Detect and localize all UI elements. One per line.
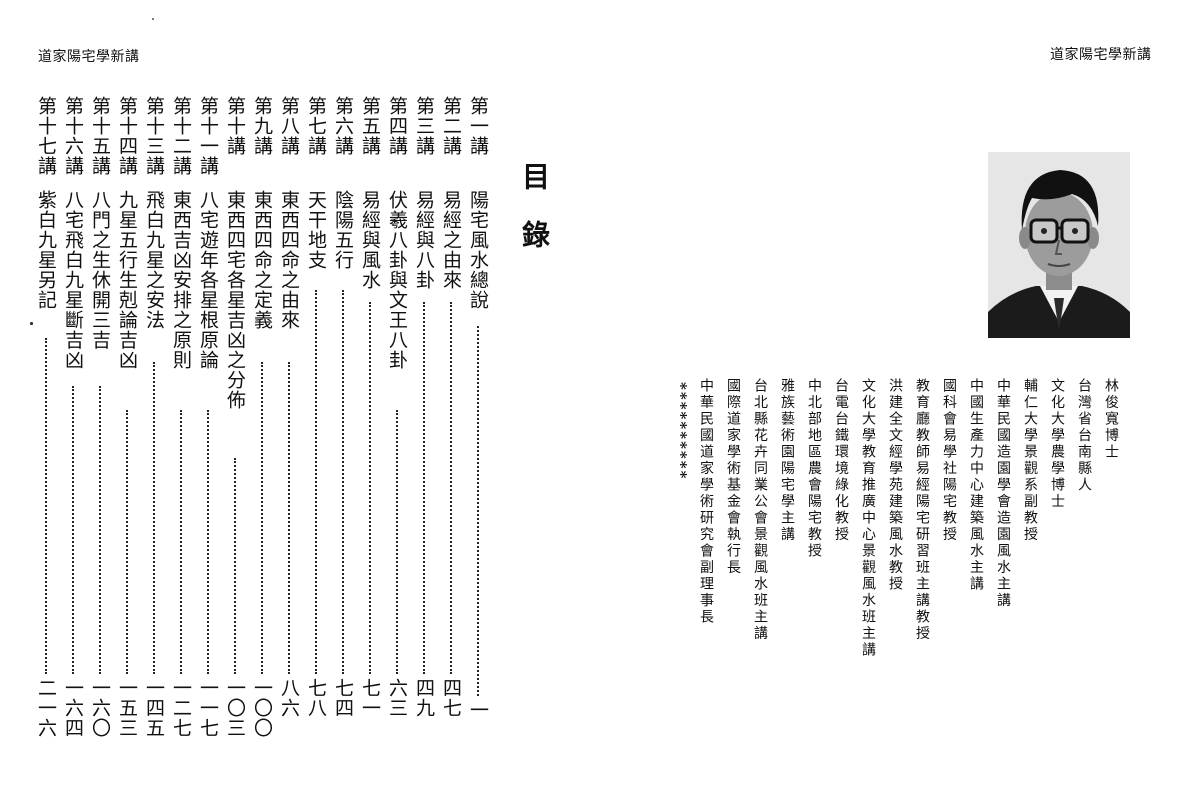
toc-title: 伏羲八卦與文王八卦 — [386, 190, 408, 370]
toc-lecture-number: 第四講 — [386, 96, 408, 156]
dot-leader — [261, 362, 263, 674]
toc-lecture-number: 第十一講 — [197, 96, 219, 176]
toc-lecture-number: 第八講 — [278, 96, 300, 156]
toc-title: 八門之生休開三吉 — [89, 190, 111, 350]
running-header-left: 道家陽宅學新講 — [38, 49, 140, 65]
bio-line: 中國生產力中心建築風水主講 — [968, 378, 984, 593]
bio-line: 台電台鐵環境綠化教授 — [833, 378, 849, 543]
toc-lecture-number: 第九講 — [251, 96, 273, 156]
toc-title: 易經與八卦 — [413, 190, 435, 290]
toc-page-number: 一 — [467, 700, 489, 720]
toc-title: 九星五行生剋論吉凶 — [116, 190, 138, 370]
toc-lecture-number: 第十二講 — [170, 96, 192, 176]
dot-leader — [153, 362, 155, 674]
toc-page-number: 一六四 — [62, 678, 84, 738]
toc-page-number: 一一七 — [197, 678, 219, 738]
toc-lecture-number: 第十三講 — [143, 96, 165, 176]
scan-speck — [152, 18, 154, 20]
bio-line: 教育廳教師易經陽宅研習班主講教授 — [914, 378, 930, 642]
dot-leader — [45, 338, 47, 674]
toc-page-number: 六三 — [386, 678, 408, 718]
toc-lecture-number: 第七講 — [305, 96, 327, 156]
bio-line: 文化大學教育推廣中心景觀風水班主講 — [860, 378, 876, 659]
toc-lecture-number: 第一講 — [467, 96, 489, 156]
toc-lecture-number: 第十講 — [224, 96, 246, 156]
toc-title: 紫白九星另記 — [35, 190, 57, 310]
toc-title: 東西吉凶安排之原則 — [170, 190, 192, 370]
dot-leader — [315, 290, 317, 674]
toc-page-number: 七一 — [359, 678, 381, 718]
toc-title: 天干地支 — [305, 190, 327, 270]
toc-title: 八宅遊年各星根原論 — [197, 190, 219, 370]
toc-title: 東西四命之由來 — [278, 190, 300, 330]
toc-title: 陽宅風水總說 — [467, 190, 489, 310]
contents-heading: 目錄 — [518, 162, 551, 278]
toc-lecture-number: 第十四講 — [116, 96, 138, 176]
dot-leader — [396, 410, 398, 674]
bio-line: 林俊寬博士 — [1103, 378, 1119, 461]
toc-page-number: 一六〇 — [89, 678, 111, 738]
toc-lecture-number: 第五講 — [359, 96, 381, 156]
toc-page-number: 四七 — [440, 678, 462, 718]
dot-leader — [126, 410, 128, 674]
toc-page-number: 一二七 — [170, 678, 192, 738]
dot-leader — [369, 302, 371, 674]
dot-leader — [288, 362, 290, 674]
toc-page-number: 一〇〇 — [251, 678, 273, 738]
toc-page-number: 七八 — [305, 678, 327, 718]
toc-page-number: 二一六 — [35, 678, 57, 738]
toc-lecture-number: 第三講 — [413, 96, 435, 156]
bio-line-stars: ********** — [672, 382, 690, 481]
toc-page-number: 四九 — [413, 678, 435, 718]
toc-lecture-number: 第十七講 — [35, 96, 57, 176]
bio-line: 台灣省台南縣人 — [1076, 378, 1092, 494]
bio-line: 輔仁大學景觀系副教授 — [1022, 378, 1038, 543]
toc-title: 東西四宅各星吉凶之分佈 — [224, 190, 246, 410]
dot-leader — [342, 290, 344, 674]
bio-line: 中北部地區農會陽宅教授 — [806, 378, 822, 560]
toc-lecture-number: 第十六講 — [62, 96, 84, 176]
scan-speck — [30, 322, 33, 325]
toc-title: 易經之由來 — [440, 190, 462, 290]
bio-line: 國科會易學社陽宅教授 — [941, 378, 957, 543]
dot-leader — [207, 410, 209, 674]
toc-title: 易經與風水 — [359, 190, 381, 290]
running-header-right: 道家陽宅學新講 — [1050, 47, 1152, 63]
toc-title: 陰陽五行 — [332, 190, 354, 270]
bio-line: 洪建全文經學苑建築風水教授 — [887, 378, 903, 593]
toc-page-number: 七四 — [332, 678, 354, 718]
toc-lecture-number: 第二講 — [440, 96, 462, 156]
dot-leader — [450, 302, 452, 674]
bio-line: 雅族藝術園陽宅學主講 — [779, 378, 795, 543]
toc-page-number: 一〇三 — [224, 678, 246, 738]
toc-page-number: 一五三 — [116, 678, 138, 738]
toc-title: 東西四命之定義 — [251, 190, 273, 330]
bio-line: 台北縣花卉同業公會景觀風水班主講 — [752, 378, 768, 642]
portrait-illustration — [988, 152, 1130, 338]
toc-page-number: 八六 — [278, 678, 300, 718]
dot-leader — [423, 302, 425, 674]
toc-page-number: 一四五 — [143, 678, 165, 738]
dot-leader — [477, 326, 479, 696]
dot-leader — [99, 386, 101, 674]
bio-line: 中華民國造園學會造園風水主講 — [995, 378, 1011, 609]
toc-title: 八宅飛白九星斷吉凶 — [62, 190, 84, 370]
dot-leader — [180, 410, 182, 674]
dot-leader — [72, 386, 74, 674]
bio-line: 國際道家學術基金會執行長 — [725, 378, 741, 576]
toc-title: 飛白九星之安法 — [143, 190, 165, 330]
dot-leader — [234, 458, 236, 674]
toc-lecture-number: 第六講 — [332, 96, 354, 156]
author-photo — [988, 152, 1130, 338]
bio-line: 文化大學農學博士 — [1049, 378, 1065, 510]
toc-lecture-number: 第十五講 — [89, 96, 111, 176]
bio-line: 中華民國道家學術研究會副理事長 — [698, 378, 714, 626]
